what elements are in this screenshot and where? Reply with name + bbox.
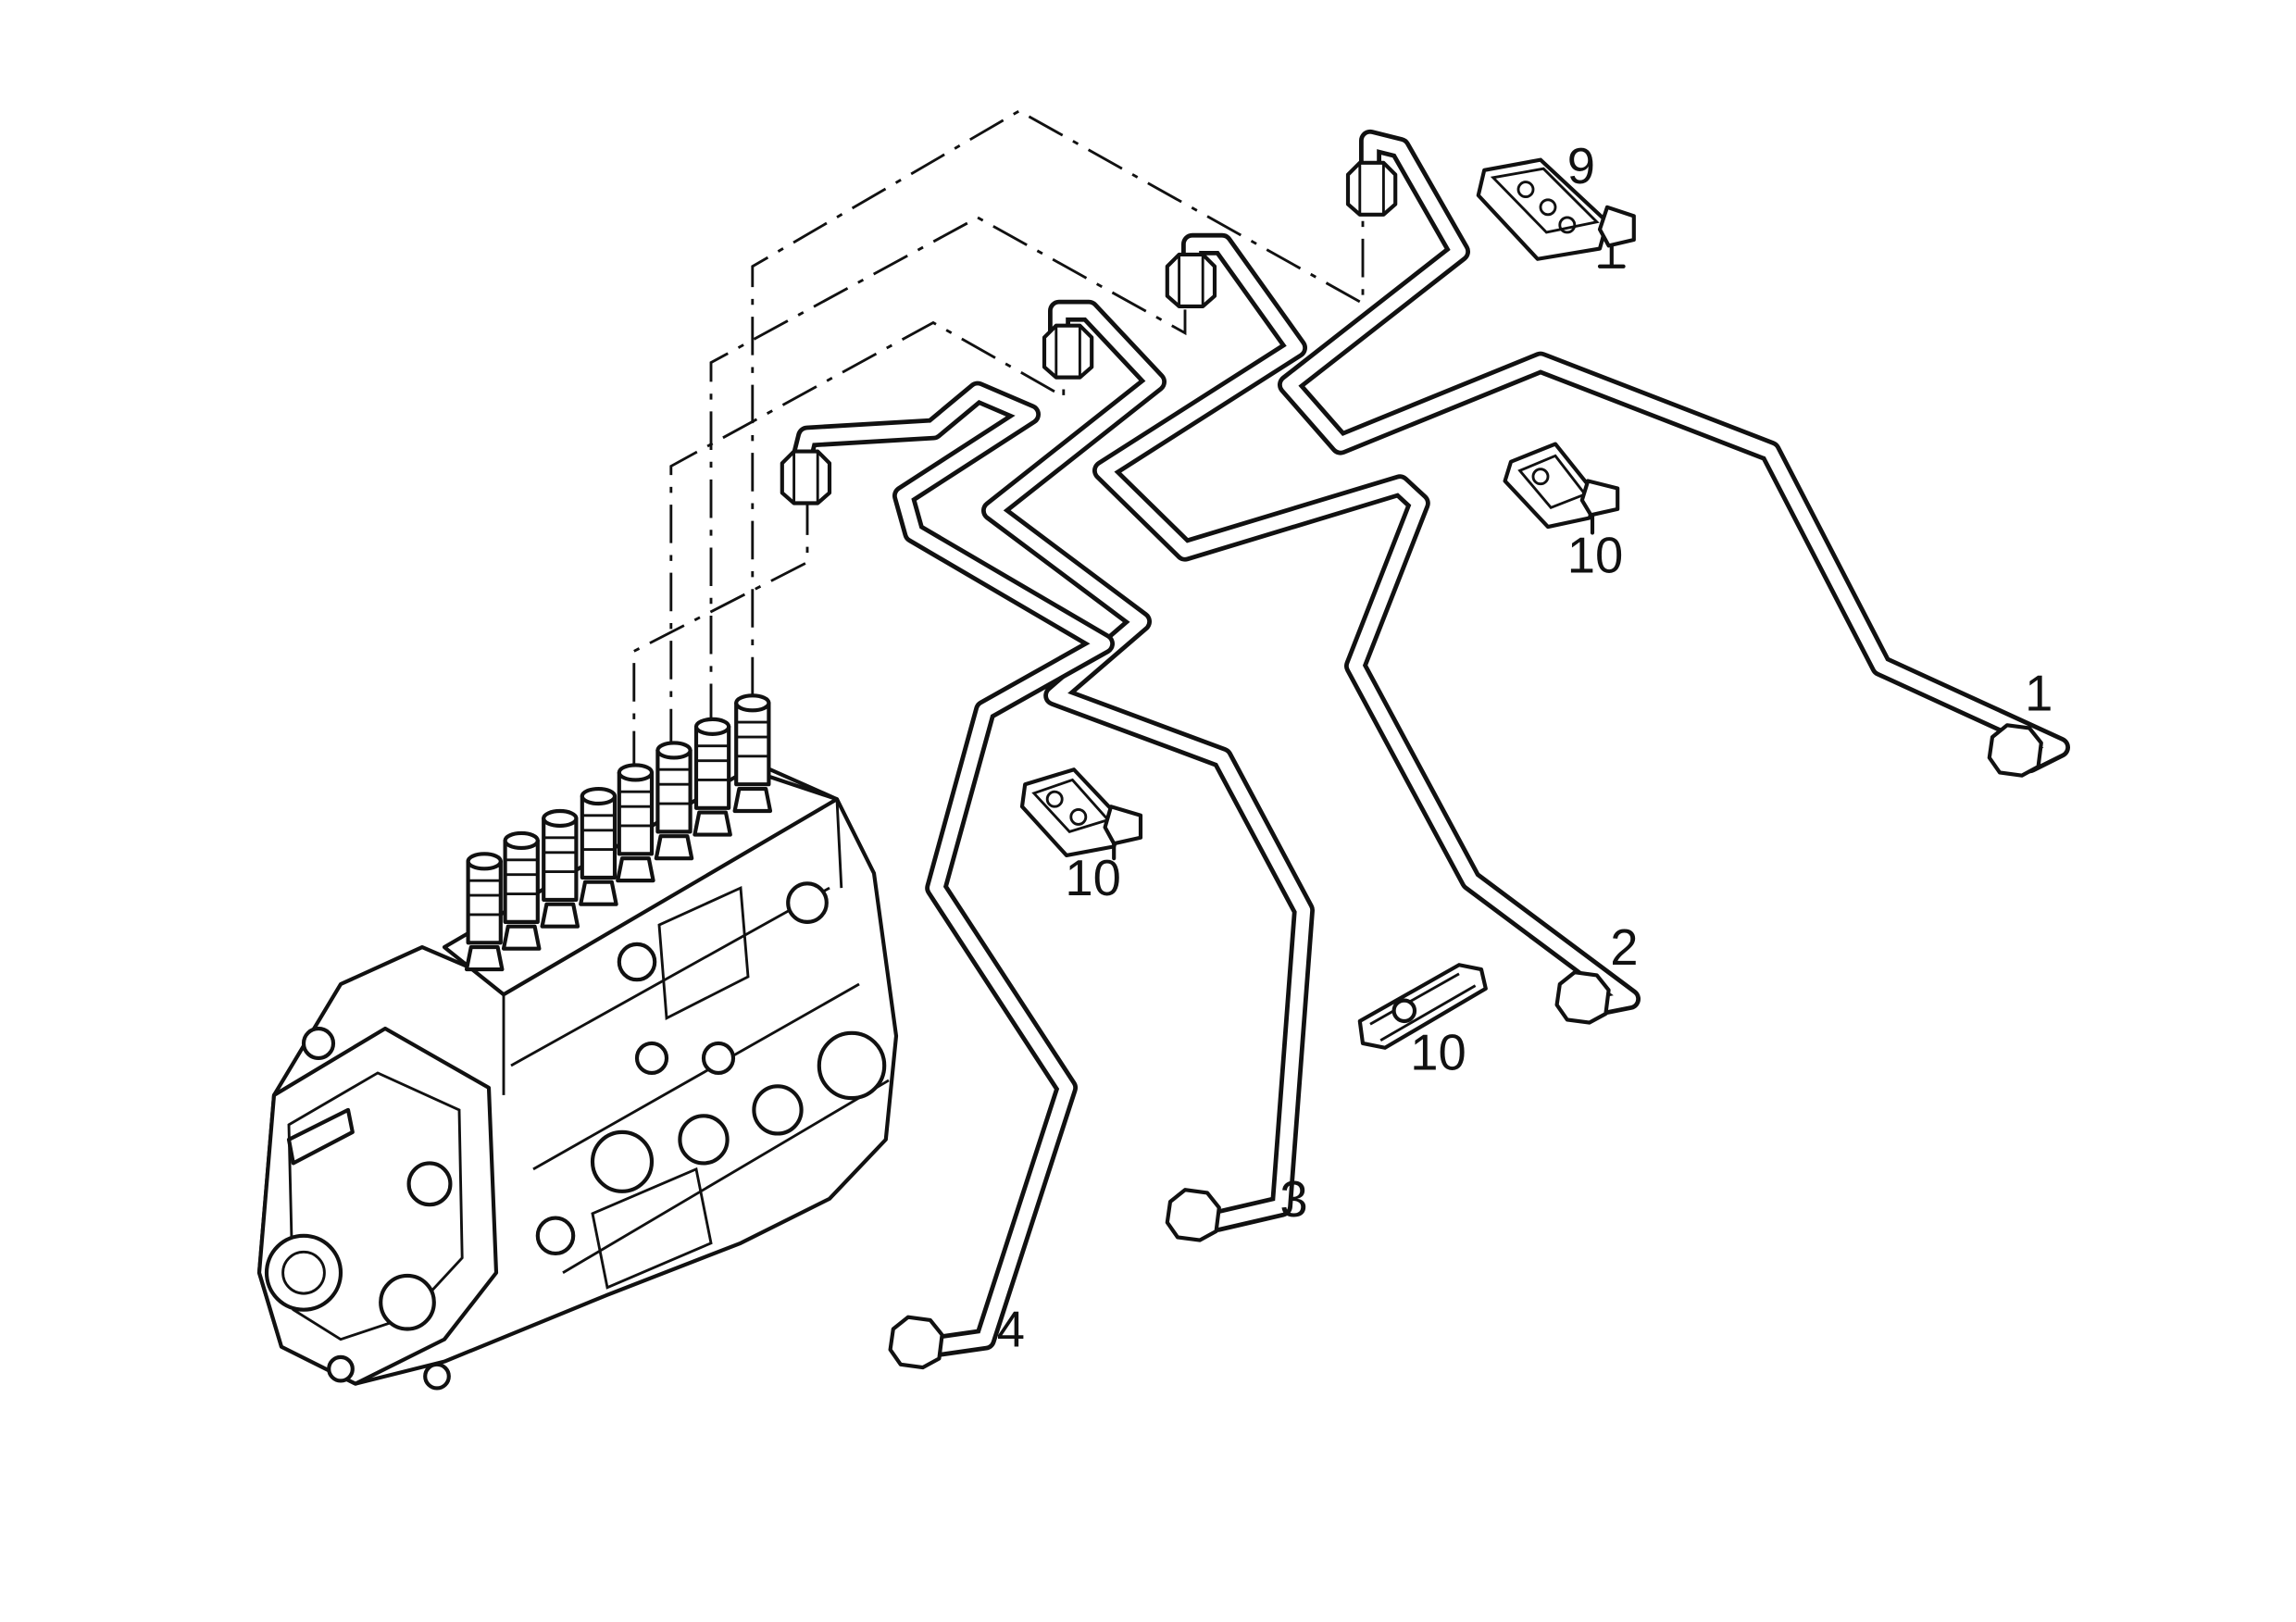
valve-holder-8 [732, 693, 773, 814]
pipe-clamp-bracket-9 [1476, 157, 1636, 268]
callout-bracket-10-lower: 10 [1410, 1025, 1466, 1081]
nut-pipe-4-upper [780, 449, 832, 505]
callout-pipe-1: 1 [2025, 665, 2053, 721]
injection-pipes [789, 129, 2070, 1358]
pump-name-plate [286, 1107, 355, 1166]
valve-holder-4 [579, 786, 618, 906]
delivery-valve-holders [464, 693, 773, 972]
callout-bracket-10-upper: 10 [1567, 528, 1623, 584]
callout-labels: 1 2 3 4 9 10 10 10 [997, 138, 2053, 1357]
valve-holder-3 [540, 808, 580, 929]
callout-bracket-10-middle: 10 [1065, 850, 1120, 906]
nut-pipe-1-lower [1987, 723, 2043, 778]
callout-pipe-3: 3 [1279, 1171, 1307, 1228]
nut-pipe-4-lower [888, 1315, 944, 1370]
valve-holder-7 [693, 717, 732, 837]
lever-hub [379, 1273, 436, 1331]
leader-line-3 [669, 320, 1066, 748]
nut-pipe-1-upper [1345, 160, 1398, 217]
leader-line-4 [632, 495, 809, 770]
callout-pipe-4: 4 [997, 1302, 1025, 1358]
valve-holder-1 [464, 852, 505, 972]
pipe-1-body [1278, 129, 2070, 774]
pipe-clamp-bracket-10-upper [1503, 442, 1620, 535]
nut-pipe-2-upper [1165, 252, 1217, 308]
leader-line-2 [709, 216, 1187, 723]
union-nuts [780, 160, 2043, 1370]
callout-pipe-2: 2 [1610, 919, 1638, 976]
leader-lines [632, 109, 1365, 770]
drive-hub [264, 1233, 343, 1312]
callout-bracket-9: 9 [1567, 138, 1595, 194]
nut-pipe-3-lower [1165, 1188, 1221, 1242]
fuel-injection-pump [256, 693, 899, 1391]
leader-line-1 [751, 109, 1365, 696]
nut-pipe-3-upper [1042, 323, 1094, 380]
pipe-clamp-bracket-10-lower [1357, 963, 1488, 1050]
valve-holder-2 [501, 830, 542, 951]
valve-holder-5 [616, 763, 655, 883]
nut-pipe-2-lower [1554, 970, 1611, 1025]
valve-holder-6 [654, 741, 694, 861]
pipe-clamp-bracket-10-middle [1019, 767, 1143, 861]
